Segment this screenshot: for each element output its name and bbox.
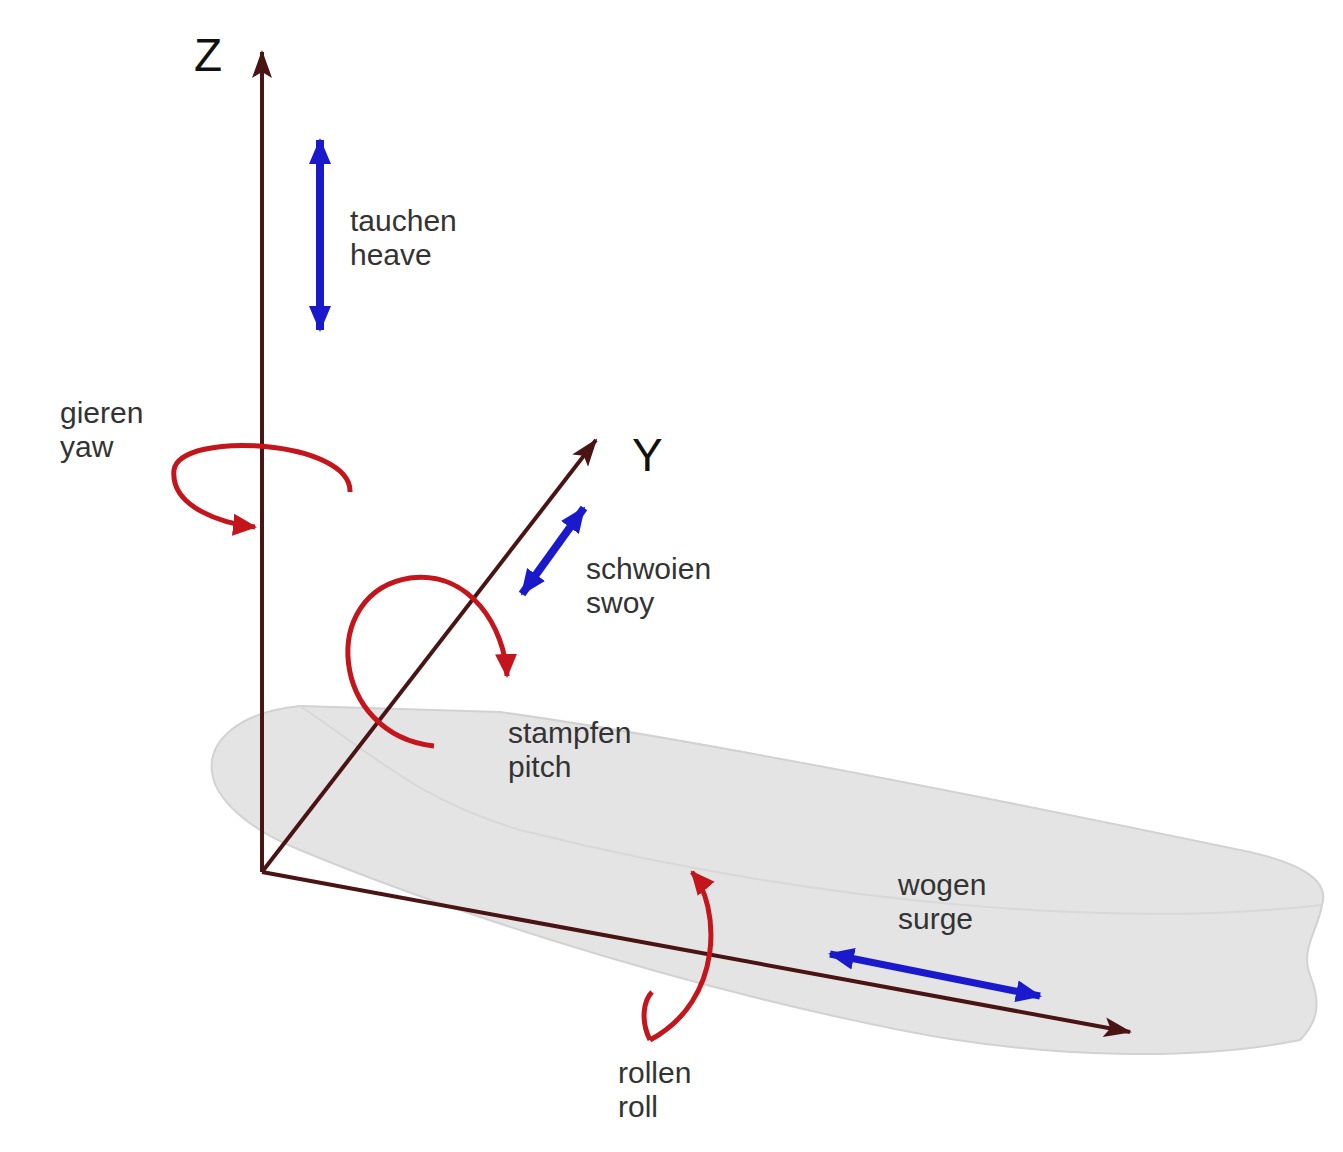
sway-arrow — [522, 508, 584, 594]
motion-label: schwoien swoy — [586, 552, 711, 619]
surge-arrow — [830, 954, 1040, 996]
hull-deck-line — [300, 706, 1322, 914]
ship-hull — [212, 706, 1324, 1054]
motion-label: rollen roll — [618, 1056, 691, 1123]
y-axis — [262, 440, 596, 872]
motion-label: stampfen pitch — [508, 716, 631, 783]
axis-label: Y — [632, 430, 663, 482]
motion-label: wogen surge — [898, 868, 986, 935]
pitch-arrow — [348, 577, 507, 746]
roll-arrow — [650, 872, 711, 1040]
heave-arrow — [316, 140, 324, 330]
axis-label: Z — [194, 30, 222, 82]
roll-arrow-back — [644, 992, 652, 1040]
z-axis — [260, 52, 264, 872]
yaw-arrow — [174, 445, 350, 527]
motion-label: tauchen heave — [350, 204, 457, 271]
motion-label: gieren yaw — [60, 396, 143, 463]
x-axis — [262, 872, 1130, 1032]
